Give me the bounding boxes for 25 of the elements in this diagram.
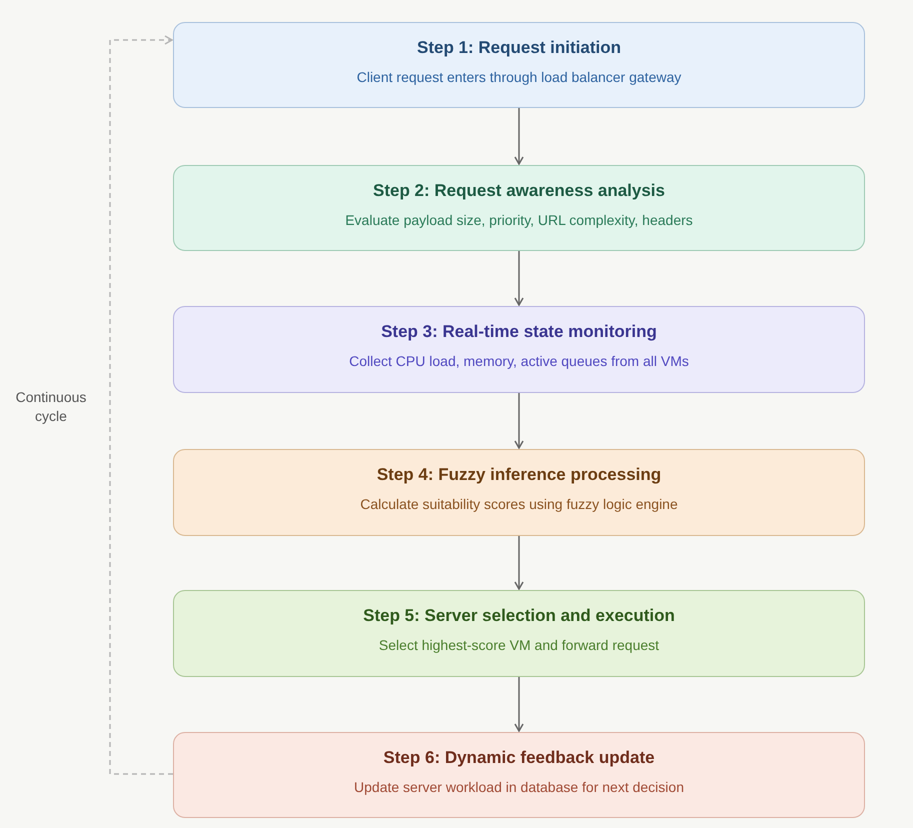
step-title: Step 4: Fuzzy inference processing	[376, 464, 662, 486]
step-box	[173, 165, 865, 251]
step-description: Client request enters through load balancer gateway	[356, 68, 682, 87]
step-description: Collect CPU load, memory, active queues from all VMs	[349, 352, 689, 371]
step-title: Step 5: Server selection and execution	[363, 605, 675, 627]
step-description: Evaluate payload size, priority, URL complexity, headers	[345, 210, 693, 230]
step-description: Calculate suitability scores using fuzzy logic engine	[360, 494, 678, 514]
step-description: Update server workload in database for next decision	[354, 778, 684, 797]
step-box	[173, 590, 865, 677]
step-title: Step 6: Dynamic feedback update	[383, 747, 655, 769]
edge-label: Continuous cycle	[14, 388, 88, 426]
arrow	[514, 108, 524, 165]
step-box	[173, 22, 865, 108]
step-description: Select highest-score VM and forward request	[378, 636, 660, 655]
step-box	[173, 449, 865, 536]
dashed-loop-arrow	[109, 35, 173, 775]
arrow	[514, 677, 524, 732]
arrow	[514, 536, 524, 590]
step-box	[173, 732, 865, 818]
step-title: Step 3: Real-time state monitoring	[381, 321, 657, 343]
arrow	[514, 393, 524, 449]
step-title: Step 2: Request awareness analysis	[373, 180, 665, 202]
step-title: Step 1: Request initiation	[416, 37, 622, 59]
step-box	[173, 306, 865, 393]
arrow	[514, 251, 524, 306]
